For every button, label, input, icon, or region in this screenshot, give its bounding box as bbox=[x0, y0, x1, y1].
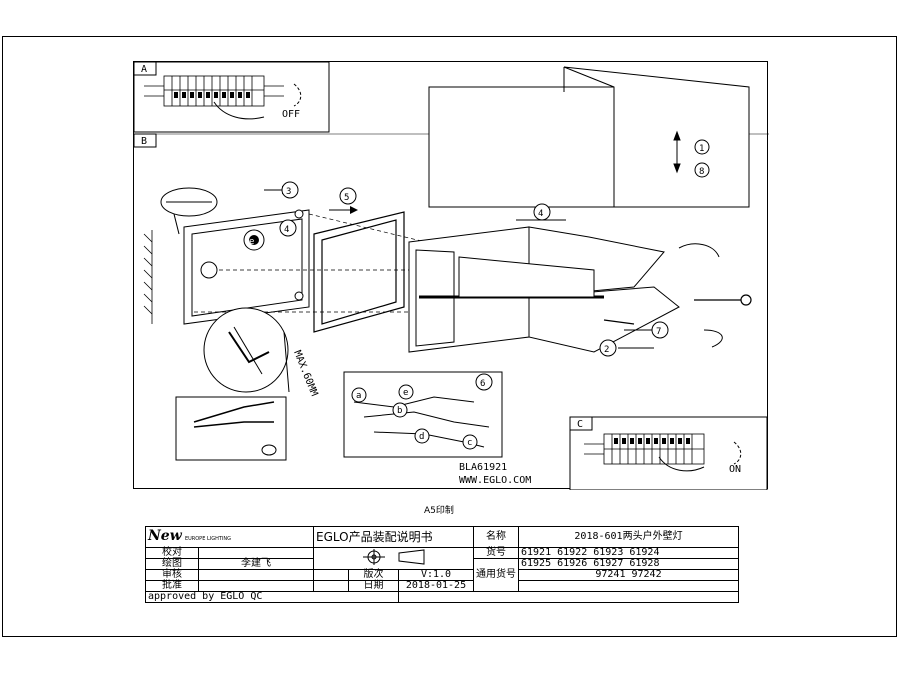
title-block: New EUROPE LIGHTING EGLO产品装配说明书 名称 2018-… bbox=[145, 526, 739, 603]
eglo-logo: New bbox=[148, 527, 182, 544]
panel-c-label: C bbox=[577, 419, 583, 430]
check-label: 校对 bbox=[145, 547, 199, 559]
svg-text:b: b bbox=[397, 406, 402, 416]
date-value: 2018-01-25 bbox=[398, 580, 474, 592]
general-label: 通用货号 bbox=[473, 558, 519, 592]
item-row-3: 97241 97242 bbox=[518, 569, 739, 581]
item-row-2: 61925 61926 61927 61928 bbox=[518, 558, 739, 570]
gasket-frame bbox=[313, 211, 405, 333]
lamp-housing bbox=[408, 226, 680, 353]
model-code: BLA61921 bbox=[459, 462, 507, 473]
svg-text:3: 3 bbox=[286, 187, 291, 197]
draw-label: 绘图 bbox=[145, 558, 199, 570]
version-label: 版次 bbox=[348, 569, 399, 581]
off-label: OFF bbox=[282, 109, 300, 120]
shell-box bbox=[428, 66, 750, 208]
print-size: A5印制 bbox=[424, 506, 454, 516]
svg-text:4: 4 bbox=[284, 225, 289, 235]
panel-c: C ON bbox=[569, 416, 768, 491]
panel-a-label: A bbox=[141, 64, 147, 75]
page-frame bbox=[2, 36, 897, 637]
svg-text:e: e bbox=[403, 388, 408, 398]
svg-text:d: d bbox=[419, 432, 424, 442]
svg-text:e: e bbox=[249, 237, 254, 247]
svg-text:1: 1 bbox=[699, 144, 704, 154]
item-label: 货号 bbox=[473, 547, 519, 559]
logo-cell: New EUROPE LIGHTING bbox=[145, 526, 314, 548]
panel-a: A OFF bbox=[133, 61, 330, 133]
svg-text:8: 8 bbox=[699, 167, 704, 177]
svg-text:2: 2 bbox=[604, 345, 609, 355]
website: WWW.EGLO.COM bbox=[459, 475, 531, 486]
projection-symbol bbox=[313, 547, 474, 570]
wall bbox=[143, 230, 153, 324]
review-label: 审核 bbox=[145, 569, 199, 581]
svg-text:5: 5 bbox=[344, 193, 349, 203]
doc-title: EGLO产品装配说明书 bbox=[313, 526, 474, 548]
date-label: 日期 bbox=[348, 580, 399, 592]
svg-text:a: a bbox=[356, 391, 361, 401]
svg-text:6: 6 bbox=[480, 379, 485, 389]
max-dimension: MAX.60MM bbox=[291, 349, 319, 398]
approved-by: approved by EGLO QC bbox=[145, 591, 399, 603]
name-label: 名称 bbox=[473, 526, 519, 548]
on-label: ON bbox=[729, 464, 741, 475]
name-value: 2018-601两头户外壁灯 bbox=[518, 526, 739, 548]
svg-text:c: c bbox=[467, 438, 472, 448]
mounting-plate bbox=[183, 209, 310, 325]
draw-value: 李建飞 bbox=[198, 558, 314, 570]
svg-text:7: 7 bbox=[656, 327, 661, 337]
panel-b-label: B bbox=[141, 136, 147, 147]
svg-text:4: 4 bbox=[538, 209, 543, 219]
version-value: V:1.0 bbox=[398, 569, 474, 581]
item-row-1: 61921 61922 61923 61924 bbox=[518, 547, 739, 559]
assembly-drawing: A OFF bbox=[133, 61, 769, 491]
approve-label: 批准 bbox=[145, 580, 199, 592]
